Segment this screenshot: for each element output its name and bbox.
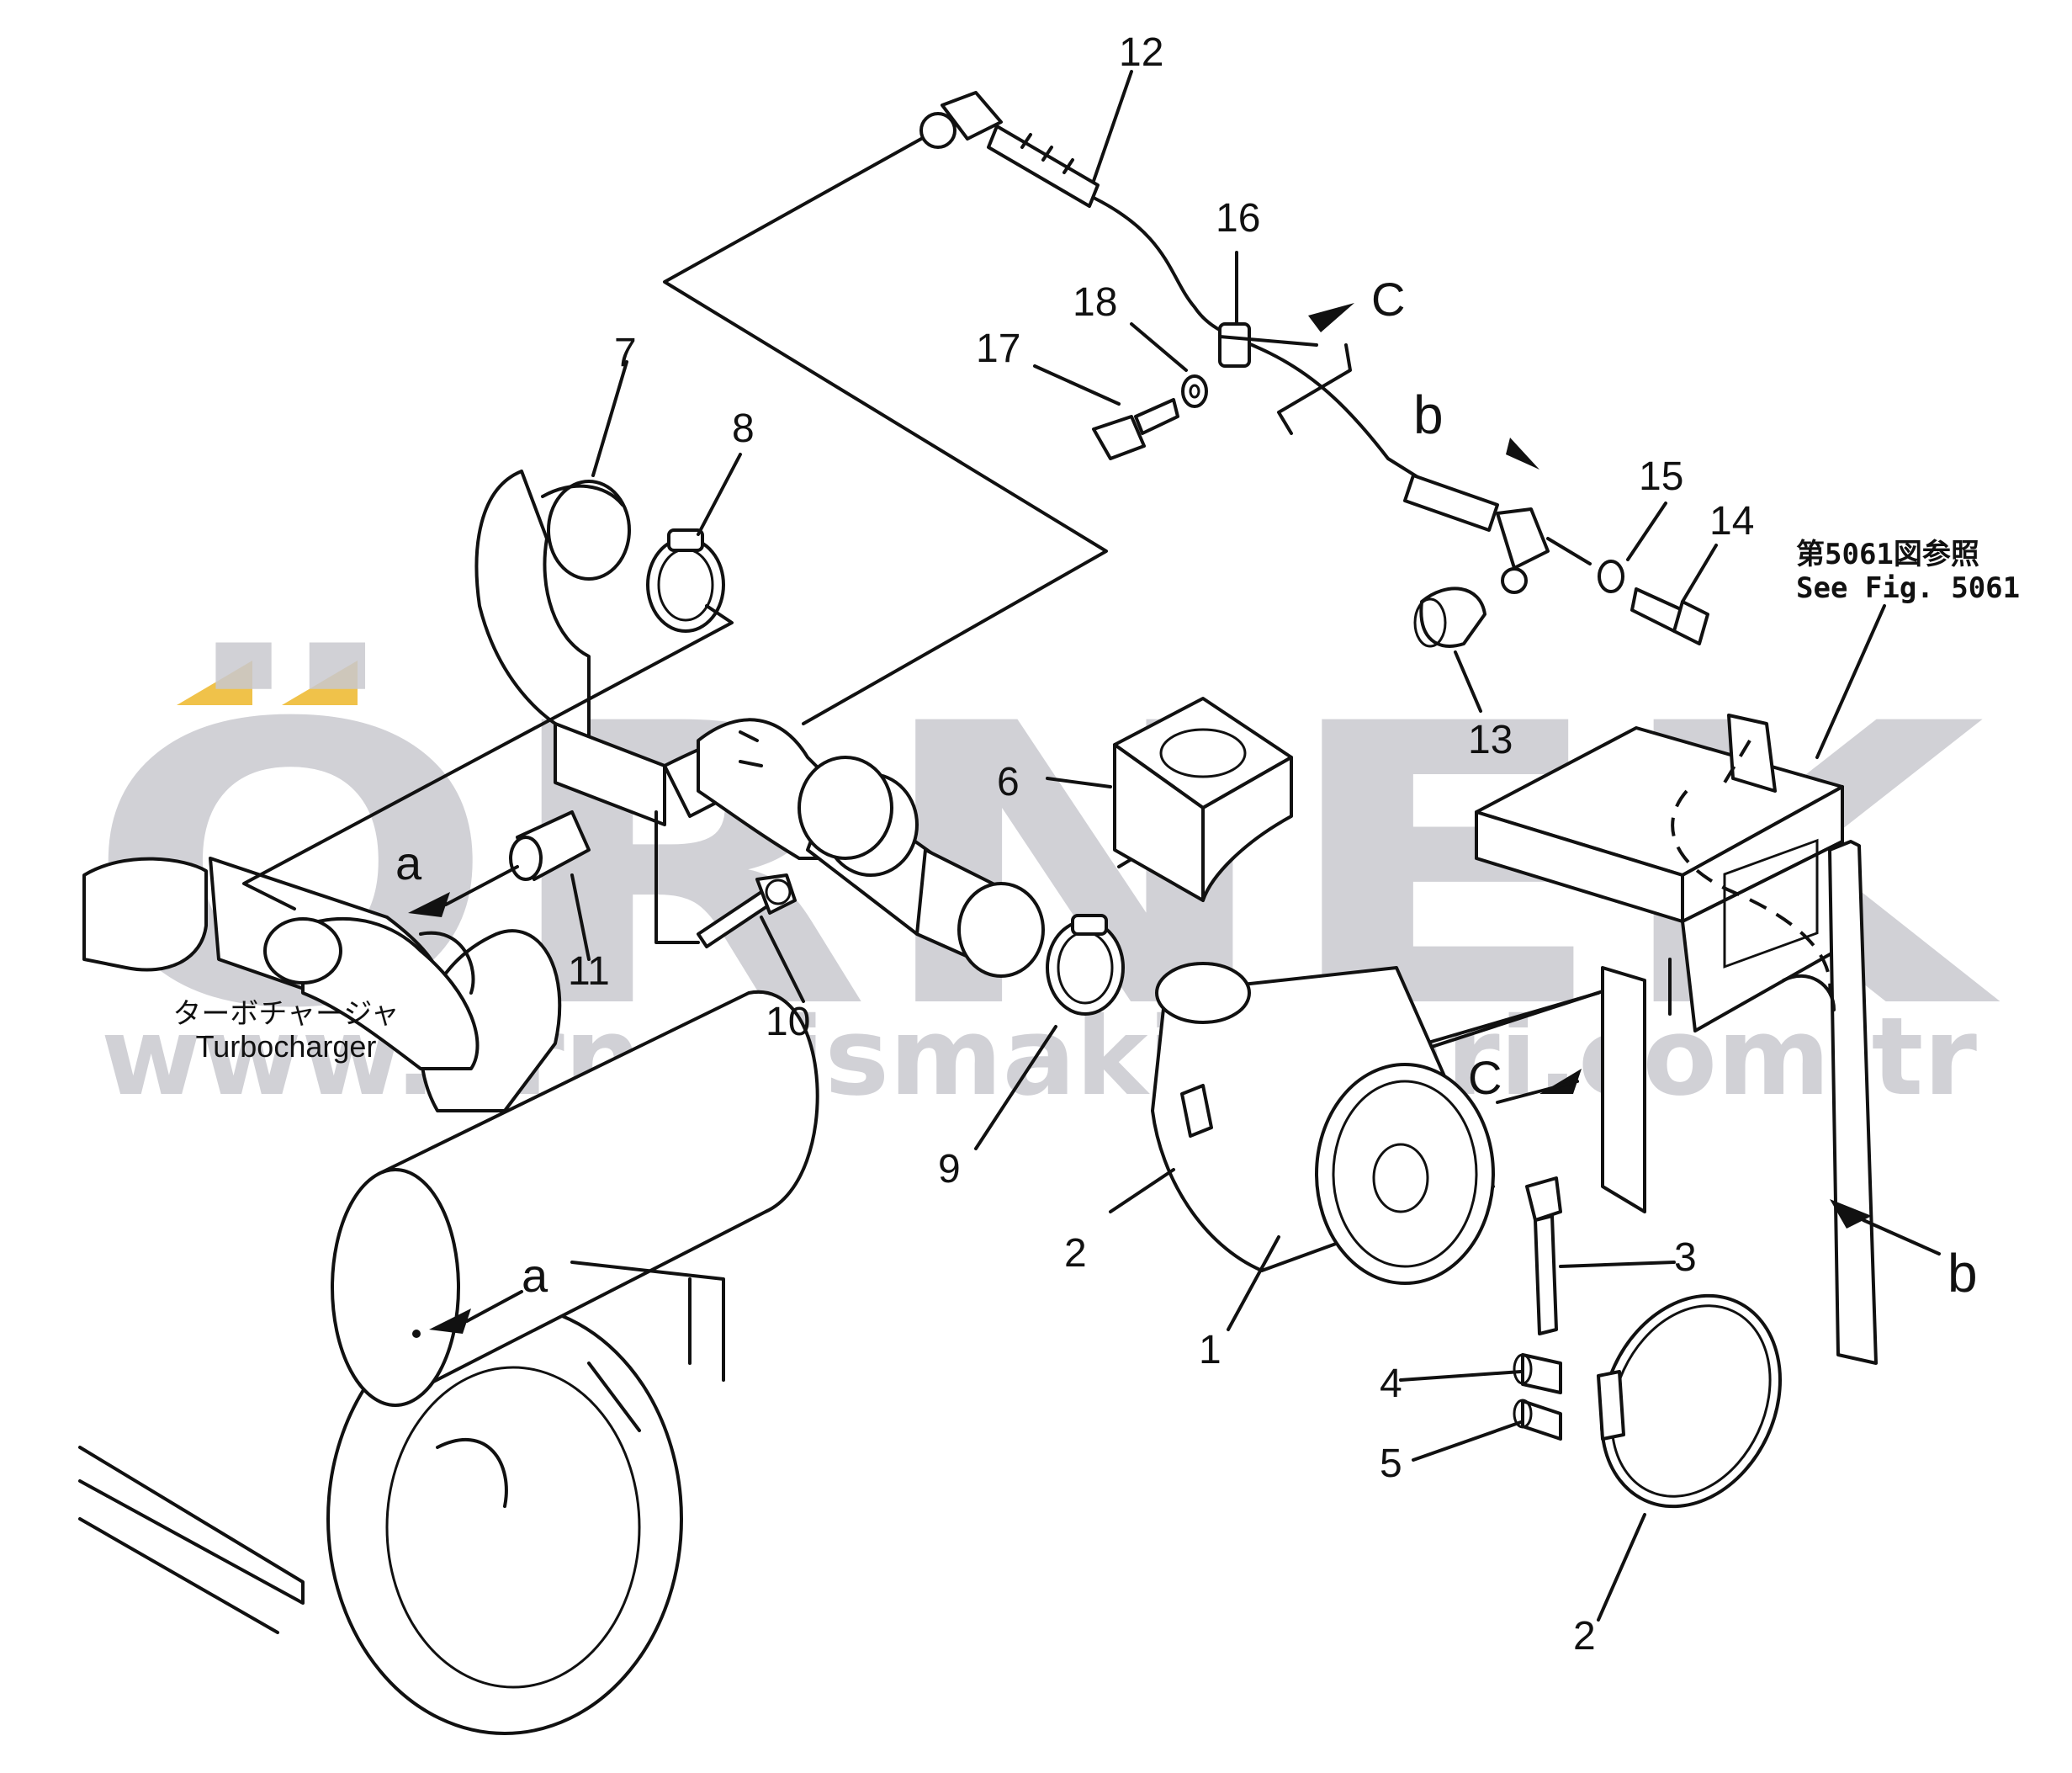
reference-label-jp: 第5061図参照 [1796,538,1979,571]
callout-4: 4 [1380,1362,1402,1406]
elbow-outlet [547,480,631,581]
bracket [1475,714,1878,1365]
air-cleaner [1151,962,1495,1285]
callout-11: 11 [568,949,610,994]
turbocharger: ターボチャージャ Turbocharger [82,857,480,1070]
callout-5: 5 [1380,1441,1402,1486]
cap-13 [1413,587,1486,648]
block-6 [1113,697,1293,902]
callout-2-lower: 2 [1573,1614,1596,1659]
callout-14: 14 [1709,499,1754,544]
hose-clamp-8 [646,528,725,633]
reference-label-en: See Fig. 5061 [1796,571,2020,605]
callout-10: 10 [766,1000,810,1044]
callout-a-muffler: a [522,1249,548,1302]
callout-6: 6 [997,760,1020,804]
leader-lines [570,70,1886,1622]
callout-13: 13 [1468,718,1513,762]
intake-pipe-end [957,882,1045,978]
nut-4 [1513,1353,1562,1394]
hose-clamp-9 [1046,914,1125,1016]
muffler-body-end [331,1168,460,1407]
arrow-a-muffler [429,1309,471,1334]
mounting-band [1597,1293,1782,1509]
bolt-17 [1092,398,1179,460]
callouts: 12 16 C 18 17 b 15 14 7 8 13 6 a 11 10 9… [395,30,1978,1659]
spacer-11 [509,810,591,881]
callout-18: 18 [1073,280,1117,325]
watermark-accent-right [282,661,358,705]
arrow-c-top [1308,303,1354,332]
callout-2-upper: 2 [1064,1231,1087,1276]
callout-12: 12 [1119,30,1163,75]
intake-pipe [697,718,1045,978]
arrow-a-mid [408,892,450,917]
callout-16: 16 [1216,196,1260,241]
turbocharger-label-en: Turbocharger [196,1029,377,1064]
washer-18 [1181,374,1208,408]
callout-b-top: b [1413,385,1444,445]
callout-1: 1 [1199,1328,1221,1372]
direction-arrows [408,303,1941,1334]
bolt-3 [1525,1176,1562,1335]
callout-9: 9 [938,1147,961,1192]
sensor-cable [919,91,1592,594]
callout-8: 8 [732,406,755,451]
turbocharger-label-jp: ターボチャージャ [172,998,399,1030]
callout-17: 17 [976,326,1020,371]
callout-a-mid: a [395,836,422,889]
bolt-14 [1630,587,1709,645]
callout-3: 3 [1674,1235,1697,1280]
watermark-accent-left [177,661,252,705]
bolt-10 [697,873,797,948]
callout-c-bottom: C [1468,1051,1502,1104]
air-cleaner-inlet [1155,962,1251,1024]
arrow-b-top [1506,438,1539,470]
reference-note: 第5061図参照 See Fig. 5061 [1796,538,2020,605]
nut-5 [1513,1399,1562,1441]
air-cleaner-cover [1315,1063,1495,1285]
callout-c-top: C [1371,273,1405,326]
callout-b-bottom: b [1947,1243,1978,1303]
washer-15 [1598,560,1624,593]
callout-15: 15 [1639,454,1683,499]
callout-7: 7 [614,331,637,375]
arrow-b-bottom [1830,1199,1872,1229]
